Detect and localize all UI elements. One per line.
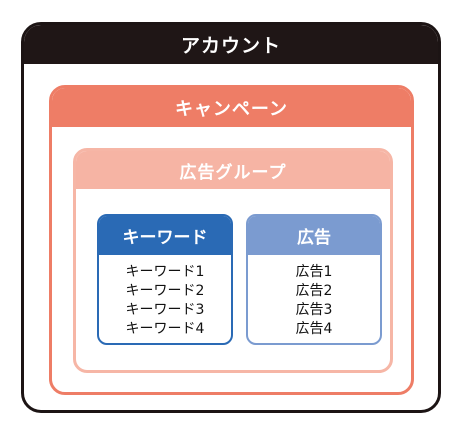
list-item: キーワード4 bbox=[125, 321, 205, 337]
campaign-label: キャンペーン bbox=[52, 88, 411, 127]
campaign-container: キャンペーン 広告グループ キーワード キーワード1 キーワード2 キーワード3… bbox=[49, 85, 414, 395]
keywords-list: キーワード1 キーワード2 キーワード3 キーワード4 bbox=[99, 255, 231, 339]
account-label: アカウント bbox=[24, 25, 438, 64]
list-item: キーワード3 bbox=[125, 302, 205, 318]
list-item: キーワード1 bbox=[125, 264, 205, 280]
keywords-box: キーワード キーワード1 キーワード2 キーワード3 キーワード4 bbox=[97, 214, 233, 345]
ad-group-label: 広告グループ bbox=[76, 151, 390, 189]
list-item: 広告4 bbox=[295, 321, 333, 337]
list-item: 広告3 bbox=[295, 302, 333, 318]
list-item: 広告2 bbox=[295, 283, 333, 299]
keywords-label: キーワード bbox=[99, 216, 231, 255]
account-container: アカウント キャンペーン 広告グループ キーワード キーワード1 キーワード2 … bbox=[21, 22, 441, 413]
ad-group-container: 広告グループ キーワード キーワード1 キーワード2 キーワード3 キーワード4… bbox=[73, 148, 393, 373]
ads-label: 広告 bbox=[248, 216, 380, 255]
ads-box: 広告 広告1 広告2 広告3 広告4 bbox=[246, 214, 382, 345]
list-item: 広告1 bbox=[295, 264, 333, 280]
list-item: キーワード2 bbox=[125, 283, 205, 299]
ads-list: 広告1 広告2 広告3 広告4 bbox=[248, 255, 380, 339]
